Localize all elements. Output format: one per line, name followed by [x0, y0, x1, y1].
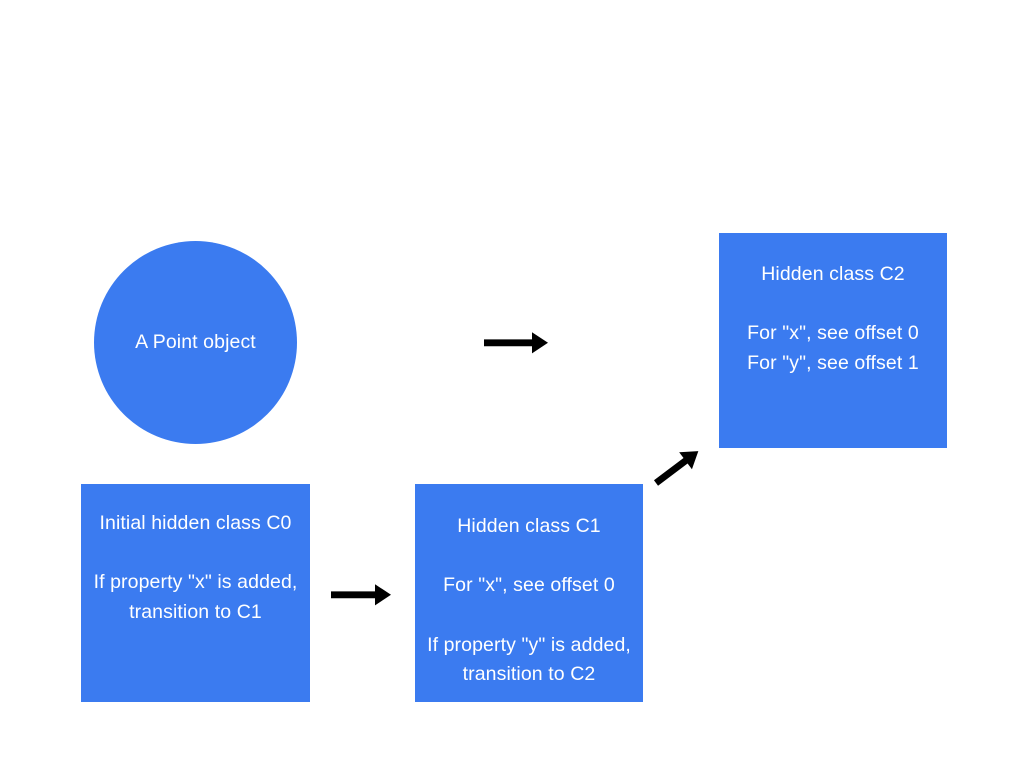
shape-hidden-class-c0[interactable]: Initial hidden class C0 If property "x" …	[81, 484, 310, 702]
arrow-up-right-icon-c1-to-c2	[650, 434, 718, 490]
arrow-right-icon	[484, 332, 548, 354]
shape-hidden-class-c2-label: Hidden class C2 For "x", see offset 0 Fo…	[747, 263, 919, 374]
arrow-right-icon	[331, 584, 391, 606]
shape-hidden-class-c1-label: Hidden class C1 For "x", see offset 0 If…	[427, 515, 631, 686]
shape-hidden-class-c2[interactable]: Hidden class C2 For "x", see offset 0 Fo…	[719, 233, 947, 448]
arrow-up-right-icon	[653, 451, 699, 486]
arrow-right-icon-point-to-c2	[480, 326, 552, 360]
shape-hidden-class-c1[interactable]: Hidden class C1 For "x", see offset 0 If…	[415, 484, 643, 702]
shape-hidden-class-c0-label: Initial hidden class C0 If property "x" …	[93, 512, 298, 623]
arrow-right-icon-c0-to-c1	[327, 578, 397, 612]
shape-point-object[interactable]: A Point object	[94, 241, 297, 444]
shape-point-object-label: A Point object	[135, 330, 256, 353]
